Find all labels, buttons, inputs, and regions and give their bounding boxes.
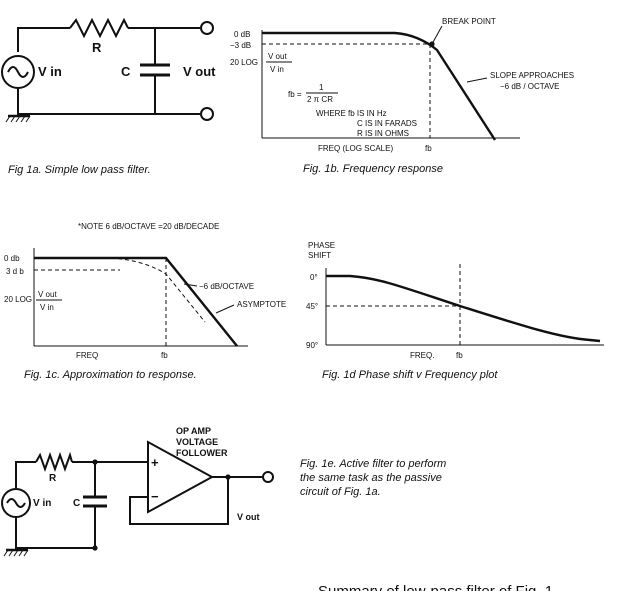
fig1b-response-curve bbox=[262, 31, 497, 141]
fig1e-plus-input: + bbox=[151, 455, 159, 470]
fig1d-tick-0: 0° bbox=[310, 273, 318, 282]
sine-icon bbox=[6, 498, 26, 508]
fig1d-tick-45: 45° bbox=[306, 302, 318, 311]
fig1c-asymptote-line bbox=[34, 256, 238, 347]
fig1b-slope-line2: −6 dB / OCTAVE bbox=[500, 82, 560, 91]
fig1a-caption: Fig 1a. Simple low pass filter. bbox=[8, 164, 151, 176]
fig1d-tick-90: 90° bbox=[306, 341, 318, 350]
fig1e-resistor-label: R bbox=[49, 473, 57, 484]
fig1e-caption-line1: Fig. 1e. Active filter to perform bbox=[300, 458, 446, 470]
fig1c-ylabel-prefix: 20 LOG bbox=[4, 295, 32, 304]
fig1d-xlabel: FREQ. bbox=[410, 351, 434, 360]
fig1a-circuit: R C V in V out Fig 1a. Simple low pass f… bbox=[1, 17, 216, 176]
fig1e-caption-line3: circuit of Fig. 1a. bbox=[300, 486, 381, 498]
fig1b-formula-den: 2 π CR bbox=[307, 95, 333, 104]
fig1b-formula-num: 1 bbox=[319, 83, 324, 92]
fig1e-resistor bbox=[35, 451, 73, 472]
fig1d-ylabel-line2: SHIFT bbox=[308, 251, 331, 260]
fig1b-slope-line1: SLOPE APPROACHES bbox=[490, 71, 574, 80]
fig1b-formula-lhs: fb = bbox=[288, 90, 302, 99]
fig1b-ylabel-den: V in bbox=[270, 65, 284, 74]
fig1e-output-label: V out bbox=[237, 512, 260, 522]
fig1e-minus-input: − bbox=[151, 489, 159, 504]
fig1a-resistor-label: R bbox=[92, 40, 102, 55]
fig1b-where3: R IS IN OHMS bbox=[357, 129, 409, 138]
fig1b-y-tick-3db: −3 dB bbox=[230, 41, 251, 50]
fig1b-y-tick-0db: 0 dB bbox=[234, 30, 250, 39]
fig1c-y-tick-3db: 3 d b bbox=[6, 267, 24, 276]
fig1e-opamp-line2: VOLTAGE bbox=[176, 437, 218, 447]
fig1b-where1: WHERE fb IS IN Hz bbox=[316, 109, 387, 118]
fig1a-output-terminal-bottom bbox=[200, 107, 214, 121]
fig1e-opamp-line1: OP AMP bbox=[176, 426, 211, 436]
fig1c-fb-label: fb bbox=[161, 351, 168, 360]
fig1e-output-terminal bbox=[262, 471, 274, 483]
fig1c-xlabel: FREQ bbox=[76, 351, 98, 360]
sine-icon bbox=[7, 66, 29, 78]
fig1d-caption: Fig. 1d Phase shift v Frequency plot bbox=[322, 369, 498, 381]
fig1b-fb-label: fb bbox=[425, 144, 432, 153]
fig1b-xlabel: FREQ (LOG SCALE) bbox=[318, 144, 393, 153]
fig1b-ylabel-num: V out bbox=[268, 52, 287, 61]
fig1c-ylabel-num: V out bbox=[38, 290, 57, 299]
fig1d-phase-curve bbox=[326, 274, 601, 343]
fig1e-caption-line2: the same task as the passive bbox=[300, 472, 442, 484]
fig1c-slope-label: −6 dB/OCTAVE bbox=[199, 282, 254, 291]
fig1a-output-terminal-top bbox=[200, 21, 214, 35]
fig1a-output-label: V out bbox=[183, 64, 216, 79]
fig1b-where2: C IS IN FARADS bbox=[357, 119, 417, 128]
fig1e-source-label: V in bbox=[33, 498, 51, 509]
fig1a-capacitor-label: C bbox=[121, 64, 131, 79]
fig1d-ylabel-line1: PHASE bbox=[308, 241, 335, 250]
fig1e-opamp bbox=[147, 440, 215, 514]
fig1c-asymptote-label: ASYMPTOTE bbox=[237, 300, 286, 309]
footer-summary-text: Summary of low-pass filter of Fig. 1 bbox=[318, 583, 553, 591]
fig1e-opamp-line3: FOLLOWER bbox=[176, 448, 228, 458]
fig1c-plot: *NOTE 6 dB/OCTAVE =20 dB/DECADE 0 db 3 d… bbox=[4, 222, 286, 381]
fig1e-circuit: OP AMP VOLTAGE FOLLOWER + − R C V in V o… bbox=[1, 426, 446, 557]
fig1b-break-point-label: BREAK POINT bbox=[442, 17, 496, 26]
ground-icon bbox=[3, 548, 29, 557]
fig1c-y-tick-0db: 0 db bbox=[4, 254, 20, 263]
fig1d-fb-label: fb bbox=[456, 351, 463, 360]
ground-icon bbox=[5, 114, 31, 123]
fig1c-caption: Fig. 1c. Approximation to response. bbox=[24, 369, 197, 381]
fig1a-resistor bbox=[69, 17, 129, 39]
fig1d-plot: PHASE SHIFT 0° 45° 90° FREQ. fb Fig. 1d … bbox=[306, 241, 604, 381]
fig1c-actual-response-curve bbox=[34, 257, 206, 323]
fig1c-ylabel-den: V in bbox=[40, 303, 54, 312]
fig1e-capacitor-label: C bbox=[73, 498, 80, 509]
fig1b-plot: 0 dB −3 dB 20 LOG V out V in BREAK POINT… bbox=[230, 17, 574, 175]
fig1a-source-label: V in bbox=[38, 64, 62, 79]
fig1b-ylabel-prefix: 20 LOG bbox=[230, 58, 258, 67]
fig1c-note: *NOTE 6 dB/OCTAVE =20 dB/DECADE bbox=[78, 222, 219, 231]
fig1b-caption: Fig. 1b. Frequency response bbox=[303, 163, 443, 175]
